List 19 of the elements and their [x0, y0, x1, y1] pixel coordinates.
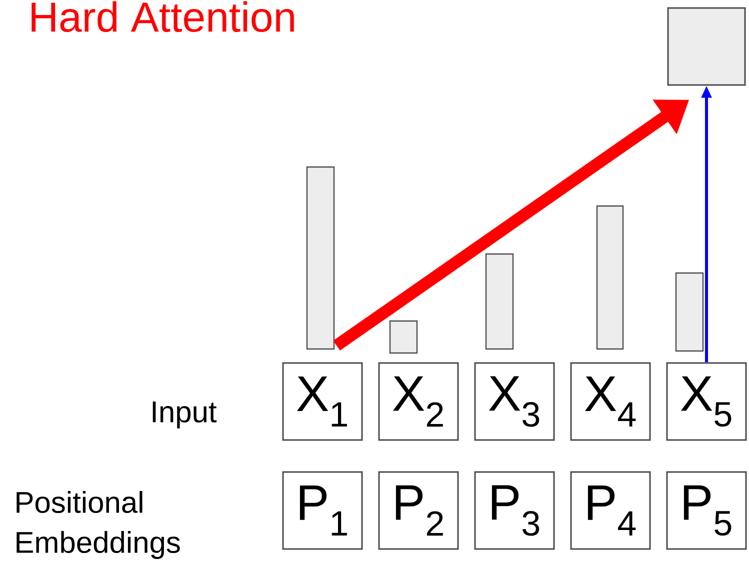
attention-bar: [596, 205, 624, 350]
token-box: X$_{4}$: [570, 362, 651, 441]
token-box: X$_{2}$: [378, 362, 459, 441]
attention-bar: [675, 272, 704, 352]
attention-bar: [389, 320, 418, 354]
output-box: [667, 7, 746, 86]
token-box: X$_{5}$: [666, 362, 747, 441]
token-box: P$_{5}$: [666, 471, 747, 550]
attention-bar: [485, 253, 514, 350]
attention-bar: [306, 166, 335, 350]
token-box: P$_{4}$: [570, 471, 651, 550]
token-box: X$_{1}$: [282, 362, 363, 441]
row-label: Positional Embeddings: [16, 491, 180, 559]
token-box: P$_{3}$: [474, 471, 555, 550]
row-label: Input: [152, 402, 217, 428]
title: Hard Attention: [32, 1, 294, 32]
token-box: P$_{1}$: [282, 471, 363, 550]
token-box: P$_{2}$: [378, 471, 459, 550]
token-box: X$_{3}$: [474, 362, 555, 441]
